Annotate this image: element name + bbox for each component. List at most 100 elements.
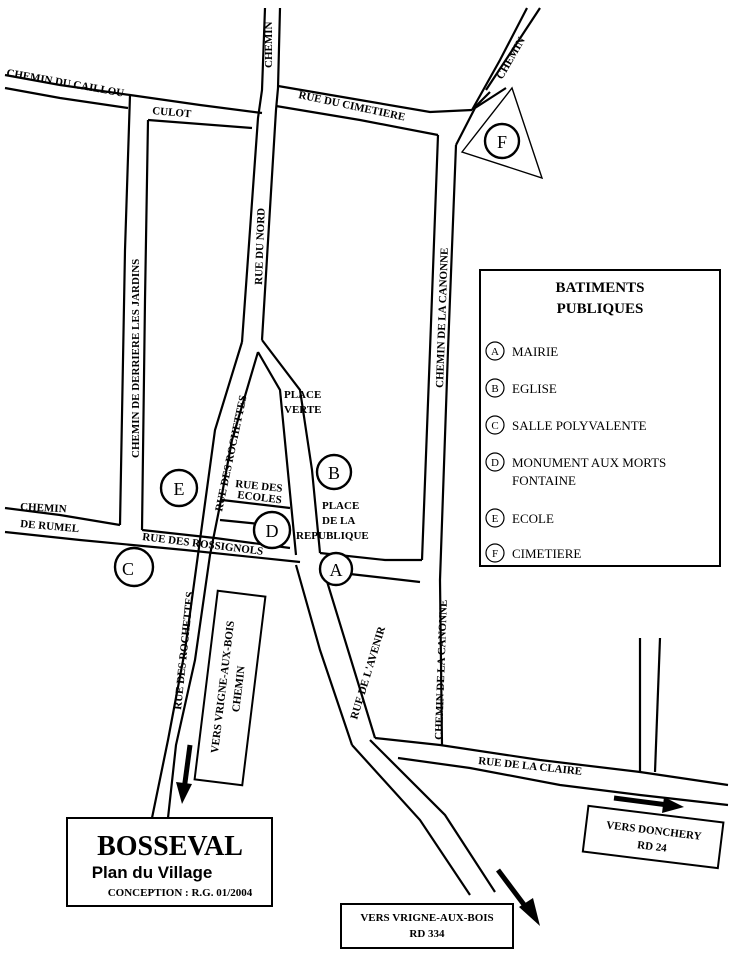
legend-letter-b: B: [491, 383, 498, 395]
label-rue-des-ecoles-2: ECOLES: [237, 489, 283, 506]
chemin-canonne-road-west: [420, 134, 440, 561]
sign-vrigne-rd-line1: VERS VRIGNE-AUX-BOIS: [360, 912, 493, 924]
rue-du-cimetiere-road-south: [275, 104, 439, 137]
legend-circle-f: [485, 543, 505, 563]
label-chemin-de-rumel-1: CHEMIN: [20, 501, 67, 515]
sign-vrigne-chemin: VERS VRIGNE-AUX-BOIS CHEMIN: [193, 589, 267, 787]
sign-vrigne-chemin-frame: [193, 589, 267, 787]
title-block: BOSSEVAL Plan du Village CONCEPTION : R.…: [66, 817, 273, 907]
arrow-south-icon: [176, 744, 193, 804]
rumel-road-south: [4, 530, 301, 564]
label-rochettes-south: RUE DES ROCHETTES: [172, 591, 196, 710]
legend-box: BATIMENTS PUBLIQUES A MAIRIE B EGLISE C …: [479, 269, 721, 567]
road-network: [4, 7, 729, 896]
legend-item-f: F CIMETIERE: [485, 543, 581, 563]
building-b-letter: B: [328, 463, 340, 483]
rue-de-la-claire-road-south: [397, 756, 729, 807]
legend-letter-a: A: [491, 346, 499, 358]
jardins-road-inner: [140, 119, 150, 531]
legend-label-b: EGLISE: [512, 381, 557, 396]
sign-donchery: VERS DONCHERY RD 24: [581, 804, 725, 870]
east-spur-road2: [653, 637, 662, 773]
legend-item-d: D MONUMENT AUX MORTS FONTAINE: [485, 452, 666, 488]
label-place-republique-3: REPUBLIQUE: [296, 530, 369, 542]
label-place-republique-1: PLACE: [322, 500, 359, 512]
legend-label-d: MONUMENT AUX MORTS: [512, 455, 666, 470]
building-b-marker: B: [315, 453, 353, 491]
arrow-southeast-icon: [496, 868, 540, 926]
label-chemin-canonne-south: CHEMIN DE LA CANONNE: [433, 600, 450, 741]
label-chemin-de-rumel-2: DE RUMEL: [20, 518, 80, 535]
building-b-circle: [315, 453, 353, 491]
legend-item-b: B EGLISE: [485, 378, 557, 398]
building-d-circle: [252, 510, 292, 550]
building-a-letter: A: [330, 560, 343, 580]
rue-du-nord-road-west: [240, 7, 267, 343]
sign-donchery-line2: RD 24: [636, 839, 667, 855]
legend-item-e: E ECOLE: [485, 508, 554, 528]
chemin-ne-road-right2: [455, 87, 507, 146]
legend-circle-a: [485, 341, 505, 361]
building-f-circle: [483, 122, 521, 160]
arrow-east-icon: [613, 795, 684, 813]
sign-donchery-frame: [581, 804, 725, 870]
building-e-marker: E: [159, 468, 199, 508]
rochettes-road-west: [150, 341, 244, 819]
building-f-letter: F: [497, 132, 507, 152]
building-d-marker: D: [252, 510, 292, 550]
label-chemin-top: CHEMIN: [263, 22, 275, 69]
label-rue-du-nord: RUE DU NORD: [253, 208, 268, 285]
label-culot: CULOT: [152, 105, 193, 120]
jardins-road-top: [147, 118, 253, 130]
legend-label-d2: FONTAINE: [512, 473, 576, 488]
label-rue-des-ecoles-1: RUE DES: [235, 478, 283, 495]
building-c-marker: C: [113, 546, 155, 588]
legend-label-c: SALLE POLYVALENTE: [512, 418, 647, 433]
rue-de-la-claire-road-north: [374, 736, 729, 787]
jardins-road-outer: [118, 94, 132, 526]
label-chemin-ne: CHEMIN: [494, 35, 528, 81]
legend-letter-d: D: [491, 457, 499, 469]
rochettes-road-east: [166, 351, 260, 819]
plan-subtitle: Plan du Village: [92, 863, 213, 882]
legend-item-c: C SALLE POLYVALENTE: [485, 415, 647, 435]
chemin-canonne-road-east: [438, 144, 458, 746]
legend-title-line1: BATIMENTS: [556, 280, 645, 296]
label-place-verte-2: VERTE: [284, 404, 322, 416]
direction-arrows: [176, 744, 684, 926]
building-c-circle: [113, 546, 155, 588]
sign-vrigne-rd-frame: [340, 903, 514, 949]
label-place-republique-2: DE LA: [322, 515, 355, 527]
sign-vrigne-rd: VERS VRIGNE-AUX-BOIS RD 334: [340, 903, 514, 949]
legend-letter-c: C: [491, 420, 498, 432]
chemin-ne-road-top: [485, 7, 541, 91]
building-c-letter: C: [122, 559, 134, 579]
village-name: BOSSEVAL: [97, 831, 243, 862]
building-a-circle: [318, 551, 354, 587]
building-a-marker: A: [318, 551, 354, 587]
avenir-road-west: [294, 564, 354, 746]
legend-label-f: CIMETIERE: [512, 546, 581, 561]
legend-circle-b: [485, 378, 505, 398]
legend-frame: [479, 269, 721, 567]
rd334-road-west: [351, 744, 471, 896]
chemin-du-caillou-road-south: [4, 86, 129, 110]
legend-label-a: MAIRIE: [512, 344, 558, 359]
title-block-frame: [66, 817, 273, 907]
building-markers: A B C D E F: [113, 122, 521, 588]
place-verte-road-west: [257, 351, 298, 556]
legend-title-line2: PUBLIQUES: [557, 301, 644, 317]
rue-des-ecoles-road-south: [219, 518, 261, 526]
label-place-verte-1: PLACE: [284, 389, 321, 401]
chemin-ne-road-left: [471, 7, 528, 111]
conception-credit: CONCEPTION : R.G. 01/2004: [108, 887, 253, 899]
label-chemin-du-caillou: CHEMIN DU CAILLOU: [5, 67, 125, 100]
legend-item-a: A MAIRIE: [485, 341, 558, 361]
legend-circle-d: [485, 452, 505, 472]
legend-letter-e: E: [492, 513, 499, 525]
rd334-road-east: [369, 739, 496, 893]
sign-vrigne-chemin-line2: CHEMIN: [230, 665, 248, 713]
legend-letter-f: F: [492, 548, 498, 560]
label-rue-des-rossignols: RUE DES ROSSIGNOLS: [142, 531, 264, 558]
